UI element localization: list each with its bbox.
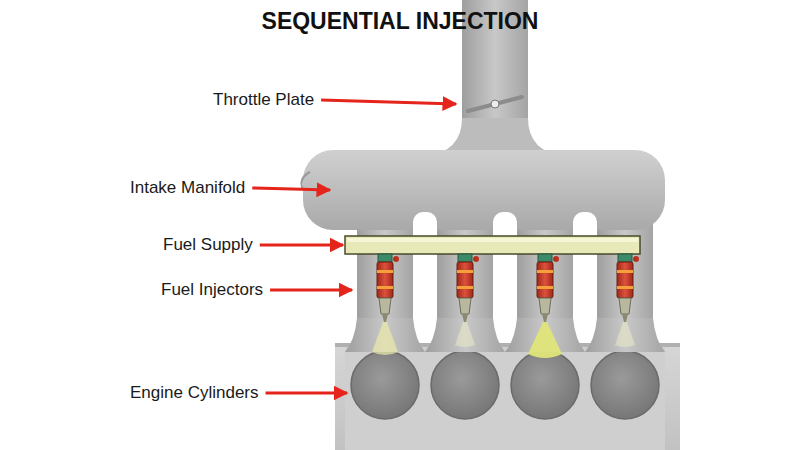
part-label: Engine Cylinders (130, 383, 259, 403)
leader-arrow (321, 100, 456, 104)
diagram-title: SEQUENTIAL INJECTION (262, 8, 539, 35)
part-label: Throttle Plate (213, 90, 314, 110)
part-label: Fuel Injectors (161, 280, 263, 300)
leader-arrow (252, 188, 330, 190)
part-label: Fuel Supply (163, 235, 253, 255)
leader-arrow (266, 392, 347, 395)
part-label: Intake Manifold (130, 178, 245, 198)
leader-arrow (260, 244, 343, 247)
leader-arrow (270, 289, 352, 292)
